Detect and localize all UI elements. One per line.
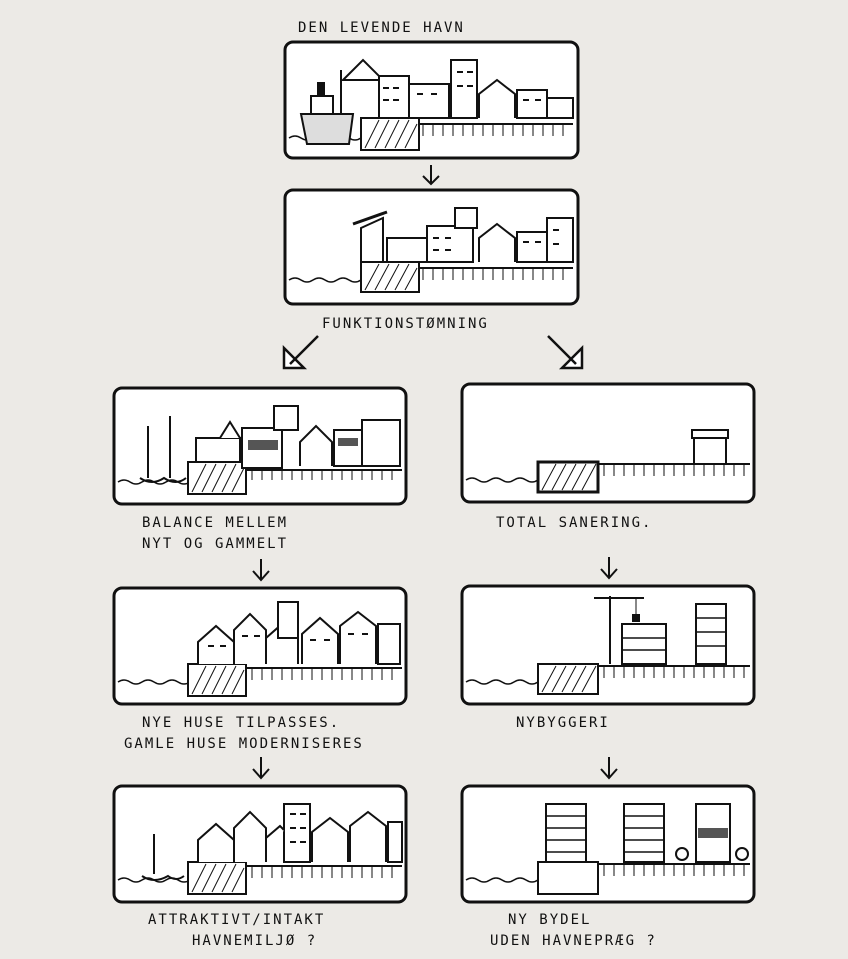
panel-new-district xyxy=(460,784,756,904)
label-new-houses-line1: NYE HUSE TILPASSES. xyxy=(142,715,341,731)
down-arrow-icon xyxy=(598,556,620,580)
label-attractive-line2: HAVNEMILJØ ? xyxy=(192,933,318,949)
label-new-district-line2: UDEN HAVNEPRÆG ? xyxy=(490,933,657,949)
label-balance-line1: BALANCE MELLEM xyxy=(142,515,289,531)
label-balance-line2: NYT OG GAMMELT xyxy=(142,536,289,552)
label-new-houses-line2: GAMLE HUSE MODERNISERES xyxy=(124,736,364,752)
panel-new-construction xyxy=(460,584,756,706)
panel-emptied-harbor xyxy=(283,188,580,306)
down-arrow-icon xyxy=(420,164,442,186)
label-new-district-line1: NY BYDEL xyxy=(508,912,592,928)
panel-balance-old-new xyxy=(112,386,408,506)
panel-living-harbor xyxy=(283,40,580,160)
panel-new-houses-adapted xyxy=(112,586,408,706)
title-label: DEN LEVENDE HAVN xyxy=(298,20,465,36)
label-total-clearance: TOTAL SANERING. xyxy=(496,515,653,531)
down-arrow-icon xyxy=(598,756,620,780)
split-label: FUNKTIONSTØMNING xyxy=(322,316,489,332)
label-new-construction: NYBYGGERI xyxy=(516,715,610,731)
panel-attractive-harbor xyxy=(112,784,408,904)
arrow-down-left-icon xyxy=(280,334,322,372)
panel-total-clearance xyxy=(460,382,756,504)
label-attractive-line1: ATTRAKTIVT/INTAKT xyxy=(148,912,326,928)
down-arrow-icon xyxy=(250,756,272,780)
arrow-down-right-icon xyxy=(544,334,586,372)
down-arrow-icon xyxy=(250,558,272,582)
